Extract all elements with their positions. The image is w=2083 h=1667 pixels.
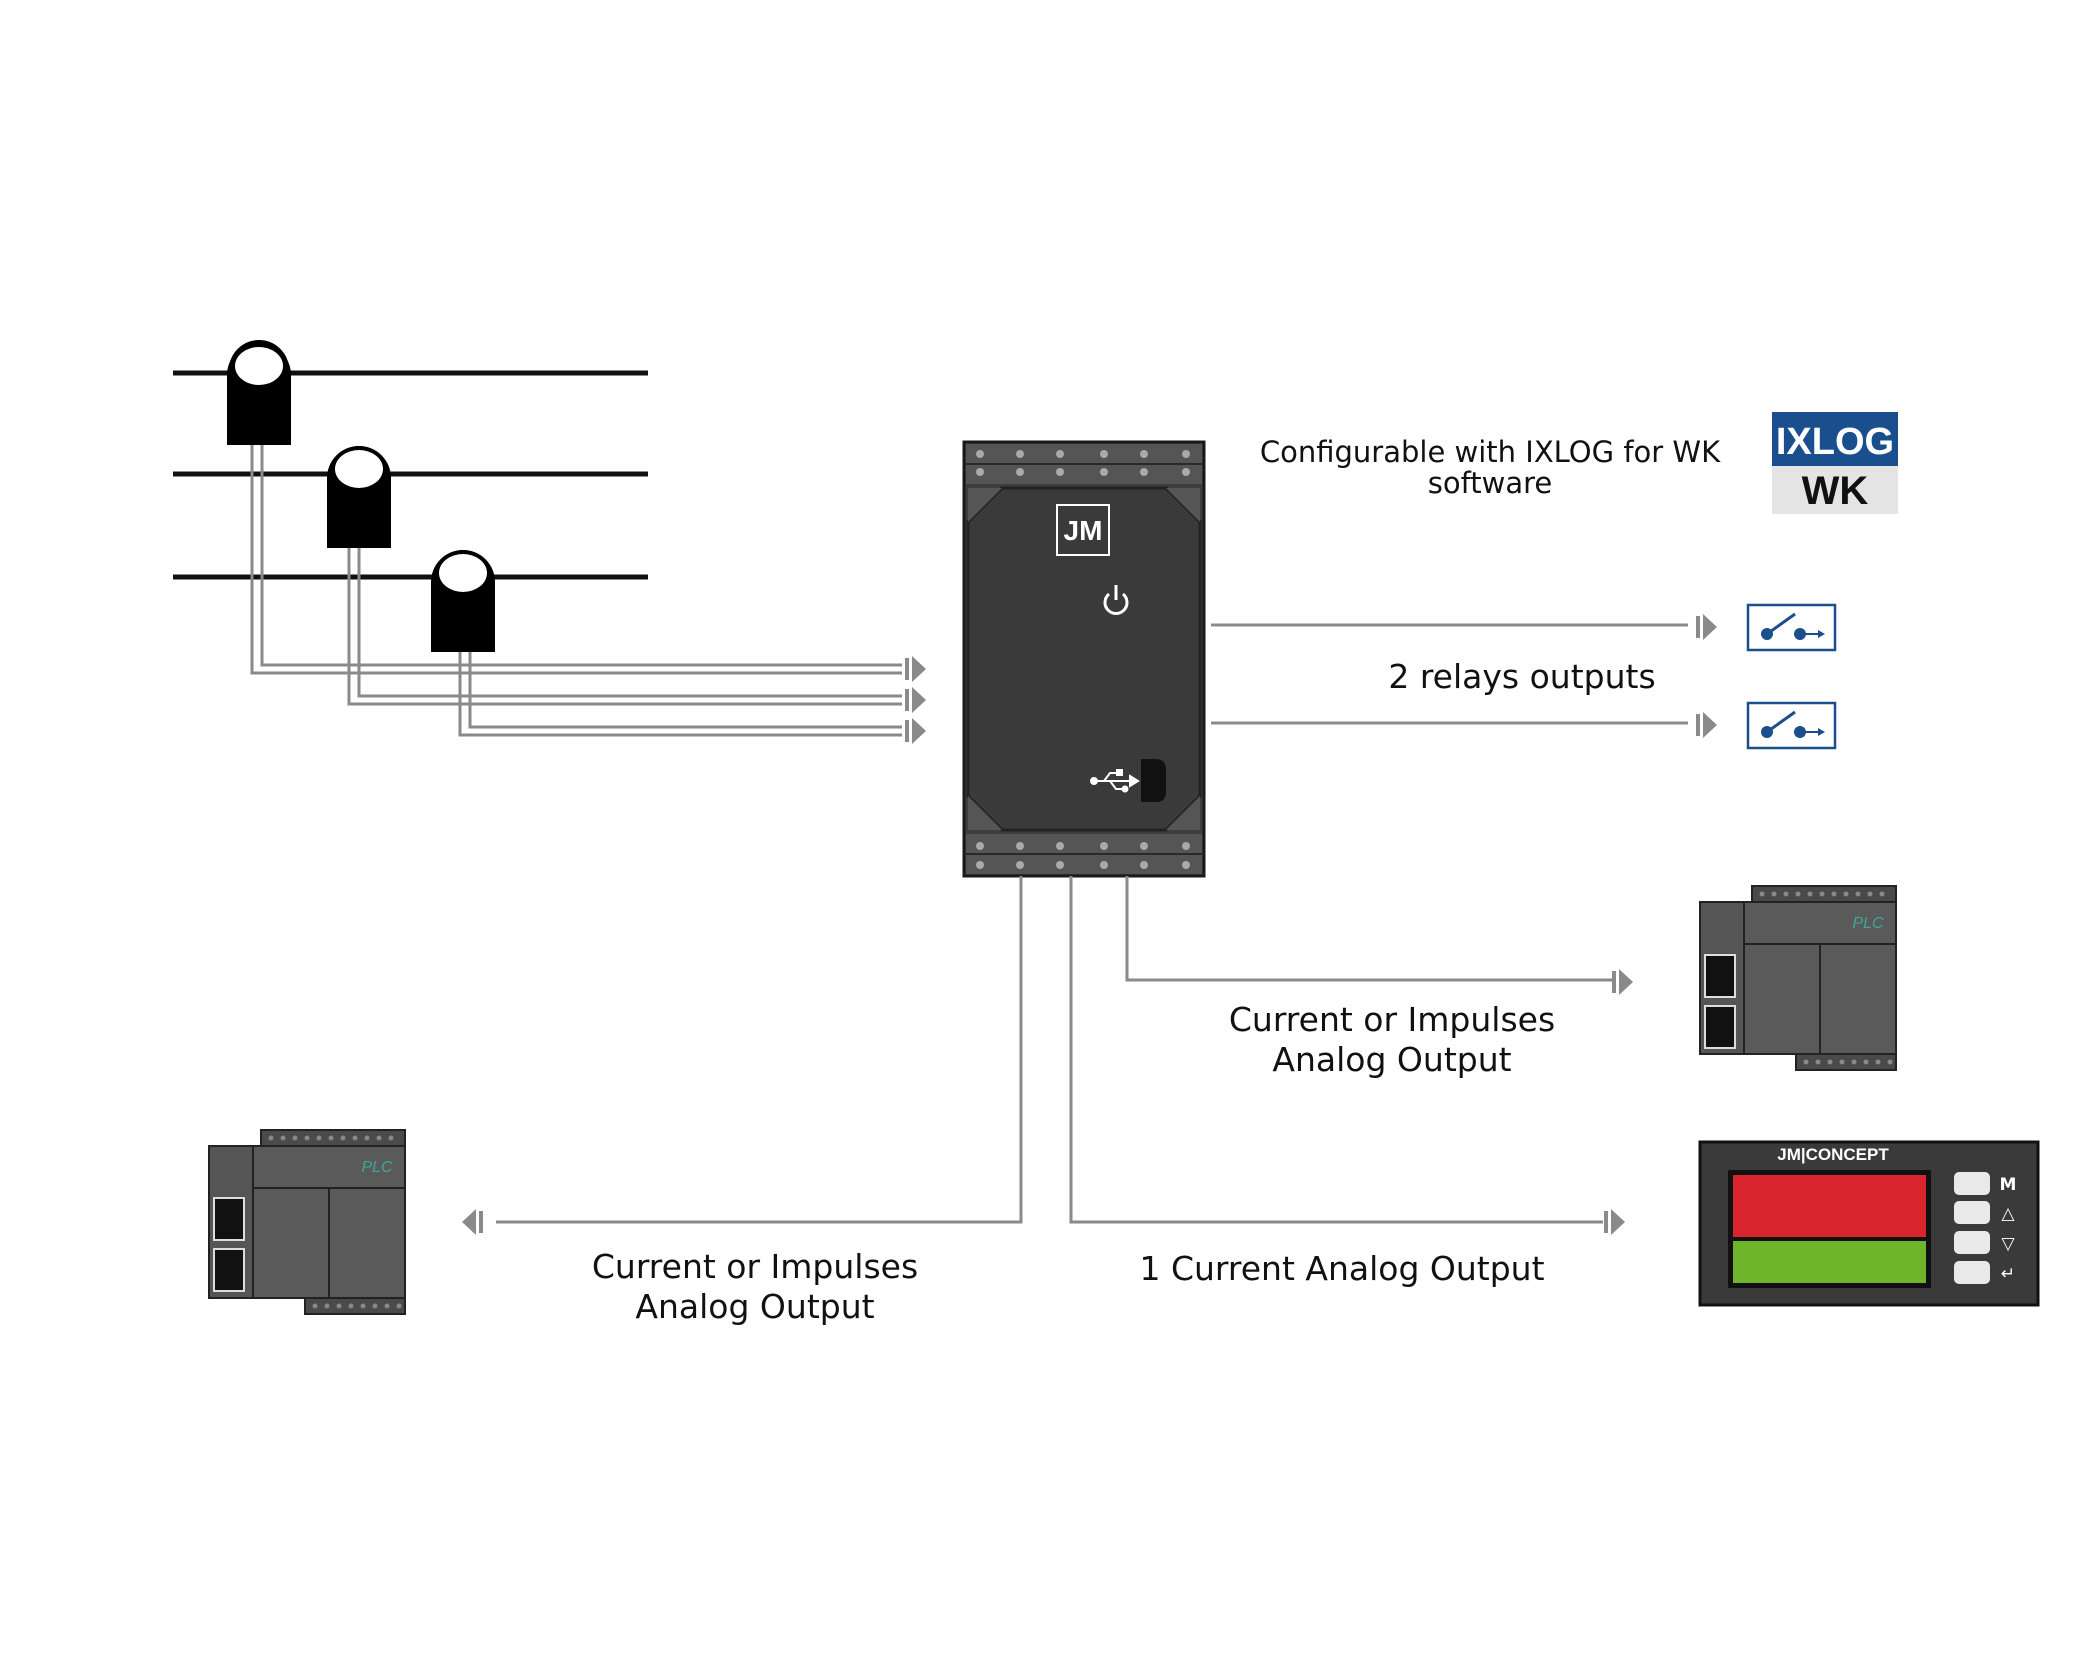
analog-output-wires: [496, 876, 1612, 1224]
power-icon: [1103, 585, 1129, 615]
svg-text:JM|CONCEPT: JM|CONCEPT: [1777, 1145, 1889, 1164]
display-screen-top: [1733, 1175, 1926, 1237]
config-label: Configurable with IXLOG for WK software: [1259, 435, 1721, 500]
relay-wires: [1211, 623, 1688, 725]
plc-right: PLC: [1699, 885, 1897, 1071]
svg-text:M: M: [2000, 1175, 2017, 1195]
display-analog-output-label: 1 Current Analog Output: [1139, 1249, 1545, 1288]
svg-text:WK: WK: [1802, 469, 1869, 513]
relay-icon-2: [1746, 701, 1837, 750]
panel-display: JM|CONCEPT M △ ▽ ↵: [1698, 1140, 2040, 1307]
left-plc-arrow: [462, 1209, 483, 1235]
svg-text:PLC: PLC: [361, 1159, 393, 1176]
right-plc-arrow: [1612, 969, 1633, 995]
usb-port: [1141, 759, 1166, 802]
svg-text:△: △: [2001, 1204, 2015, 1224]
relay-arrow-1: [1696, 614, 1717, 640]
relay-arrow-2: [1696, 712, 1717, 738]
svg-text:IXLOG: IXLOG: [1776, 421, 1894, 463]
display-screen-bottom: [1733, 1241, 1926, 1283]
svg-text:PLC: PLC: [1852, 915, 1884, 932]
jm-transducer-device: [962, 440, 1206, 878]
svg-text:↵: ↵: [2001, 1264, 2015, 1284]
input-arrow-1: [905, 656, 926, 682]
input-arrow-3: [905, 718, 926, 744]
sensor-wires: [250, 440, 902, 737]
svg-text:JM: JM: [1064, 515, 1103, 546]
relays-label: 2 relays outputs: [1388, 657, 1656, 696]
relay-icon-1: [1746, 603, 1837, 652]
current-transformer-3: [431, 550, 495, 652]
left-analog-output-label: Current or Impulses Analog Output: [591, 1247, 919, 1326]
current-transformer-2: [327, 446, 391, 548]
device-logo: JM: [1056, 504, 1110, 556]
display-arrow: [1604, 1209, 1625, 1235]
ixlog-wk-logo: IXLOG WK: [1772, 412, 1898, 514]
plc-left: PLC: [208, 1129, 406, 1315]
current-transformer-1: [227, 340, 291, 445]
right-analog-output-label: Current or Impulses Analog Output: [1228, 1000, 1556, 1079]
input-arrow-2: [905, 687, 926, 713]
svg-text:▽: ▽: [2001, 1234, 2015, 1254]
usb-icon: [1090, 769, 1140, 793]
